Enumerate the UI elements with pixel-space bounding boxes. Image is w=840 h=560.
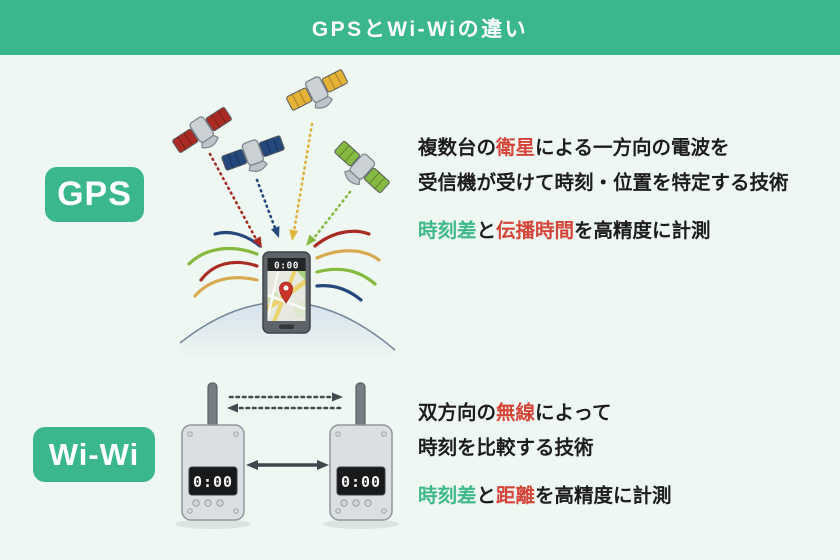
wiwi-right-clock-display: 0:00	[341, 473, 381, 491]
signal-wave-arcs	[187, 229, 381, 302]
wiwi-left-clock-display: 0:00	[193, 473, 233, 491]
signal-arrow-green-icon	[306, 190, 352, 246]
text-segment: 無線	[496, 402, 536, 424]
text-segment: によって	[535, 402, 612, 424]
page-title: GPSとWi-Wiの違い	[311, 17, 529, 41]
device-shadow	[175, 519, 251, 529]
dotted-arrow-left-icon	[227, 403, 342, 413]
text-segment: 複数台の	[418, 137, 497, 159]
text-segment: 衛星	[496, 137, 536, 159]
satellite-navy-icon	[218, 129, 290, 183]
map-pin-icon	[279, 281, 293, 304]
text-segment: 受信機が受けて時刻・位置を特定する技術	[418, 172, 789, 194]
satellite-green-icon	[325, 136, 395, 203]
gps-measurement-line: 時刻差と伝播時間を高精度に計測	[418, 214, 789, 249]
gps-clock-display: 0:00	[274, 261, 299, 272]
satellite-signal-arrows	[208, 122, 352, 248]
text-segment: を高精度に計測	[535, 485, 672, 507]
radio-device-left-icon	[181, 382, 245, 521]
wiwi-measurement-line: 時刻差と距離を高精度に計測	[418, 479, 672, 514]
phone-home-button	[279, 324, 294, 329]
text-segment: 時刻差	[418, 485, 477, 507]
text-segment: と	[476, 485, 497, 507]
gps-description-line-1: 複数台の衛星による一方向の電波を	[418, 131, 789, 166]
wiwi-description-line-2: 時刻を比較する技術	[418, 431, 672, 466]
text-segment: 伝播時間	[496, 220, 575, 242]
dotted-arrow-right-icon	[228, 392, 343, 402]
radio-exchange-arrows	[227, 392, 343, 470]
signal-arrow-yellow-icon	[289, 122, 314, 241]
satellite-yellow-icon	[282, 63, 355, 123]
double-headed-arrow-icon	[246, 460, 329, 470]
header-bar: GPSとWi-Wiの違い	[0, 0, 840, 55]
wiwi-description-line-1: 双方向の無線によって	[418, 396, 672, 431]
wiwi-section-label: Wi-Wi	[33, 427, 155, 482]
gps-illustration: 0:00	[168, 63, 396, 360]
gps-text-block: 複数台の衛星による一方向の電波を 受信機が受けて時刻・位置を特定する技術 時刻差…	[418, 131, 789, 249]
wiwi-text-block: 双方向の無線によって 時刻を比較する技術 時刻差と距離を高精度に計測	[418, 396, 672, 514]
radio-device-right-icon	[329, 382, 393, 521]
phone-status-bar	[267, 258, 306, 271]
text-segment: 距離	[496, 485, 536, 507]
device-shadow	[323, 519, 399, 529]
text-segment: 双方向の	[418, 402, 497, 424]
text-segment: 時刻差	[418, 220, 477, 242]
signal-arrow-navy-icon	[255, 178, 280, 238]
text-segment: による一方向の電波を	[535, 137, 730, 159]
signal-arrow-red-icon	[208, 152, 262, 248]
wiwi-illustration: 0:00 0:00	[175, 382, 399, 529]
text-segment: 時刻を比較する技術	[418, 437, 594, 459]
text-segment: と	[476, 220, 497, 242]
gps-section-label: GPS	[45, 167, 144, 222]
gps-description-line-2: 受信機が受けて時刻・位置を特定する技術	[418, 166, 789, 201]
smartphone-icon: 0:00	[262, 251, 311, 334]
text-segment: を高精度に計測	[574, 220, 711, 242]
